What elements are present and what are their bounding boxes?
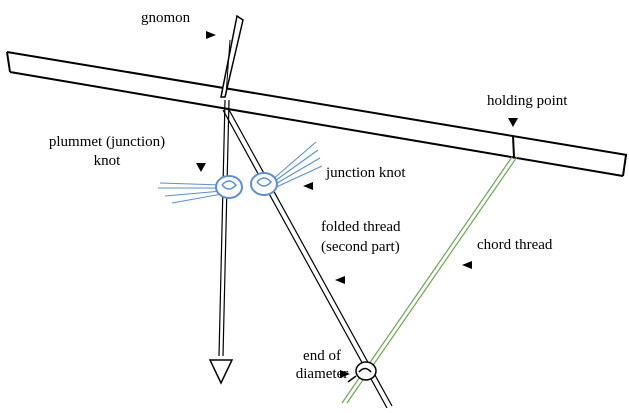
plummet-knot-label-line2: knot	[93, 153, 121, 169]
chord-thread-arrow	[462, 261, 472, 269]
folded-thread	[222, 107, 393, 409]
blue-threads	[158, 141, 323, 204]
end-of-diameter-knot	[347, 361, 377, 383]
end-of-diameter-label-line2: diameter	[295, 366, 349, 382]
holding-point-arrow	[508, 118, 518, 127]
junction-knot-arrow	[303, 182, 313, 190]
plummet-string	[218, 99, 230, 357]
end-of-diameter-arrow	[340, 370, 350, 378]
holding-point-label: holding point	[487, 93, 568, 109]
folded-thread-label-line2: (second part)	[321, 239, 400, 255]
gnomon-label: gnomon	[141, 10, 191, 26]
holding-point-mark	[512, 135, 515, 158]
gnomon-arrow	[206, 31, 216, 39]
ruler-bar	[6, 51, 628, 177]
end-of-diameter-label-line1: end of	[303, 348, 341, 364]
folded-thread-label-line1: folded thread	[321, 219, 401, 235]
chord-thread-label: chord thread	[477, 237, 553, 253]
junction-knot	[250, 172, 278, 196]
chord-thread	[341, 156, 518, 404]
plummet-knot-arrow	[196, 163, 206, 172]
plummet-junction-knot	[215, 175, 243, 199]
junction-knot-label: junction knot	[326, 165, 406, 181]
plummet-knot-label-line1: plummet (junction)	[48, 134, 166, 150]
plummet-weight	[208, 359, 234, 385]
gnomon	[220, 14, 244, 98]
folded-thread-arrow	[335, 276, 345, 284]
